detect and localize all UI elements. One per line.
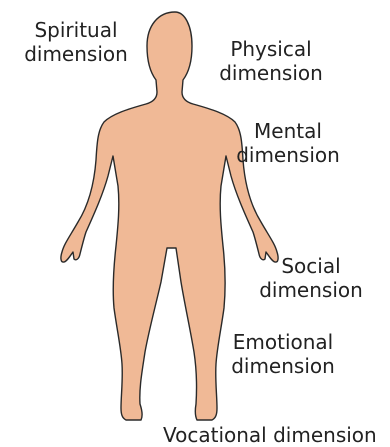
- label-line: Spiritual: [16, 18, 136, 42]
- label-spiritual-dimension: Spiritual dimension: [16, 18, 136, 66]
- label-line: dimension: [218, 354, 348, 378]
- label-line: Physical: [206, 37, 336, 61]
- label-physical-dimension: Physical dimension: [206, 37, 336, 85]
- label-line: Vocational dimension: [163, 423, 390, 447]
- label-vocational-dimension: Vocational dimension: [163, 423, 390, 447]
- label-mental-dimension: Mental dimension: [232, 119, 344, 167]
- label-line: dimension: [16, 42, 136, 66]
- label-social-dimension: Social dimension: [246, 254, 376, 302]
- label-line: Social: [246, 254, 376, 278]
- label-line: dimension: [246, 278, 376, 302]
- label-line: dimension: [232, 143, 344, 167]
- label-line: dimension: [206, 61, 336, 85]
- label-line: Mental: [232, 119, 344, 143]
- label-emotional-dimension: Emotional dimension: [218, 330, 348, 378]
- label-line: Emotional: [218, 330, 348, 354]
